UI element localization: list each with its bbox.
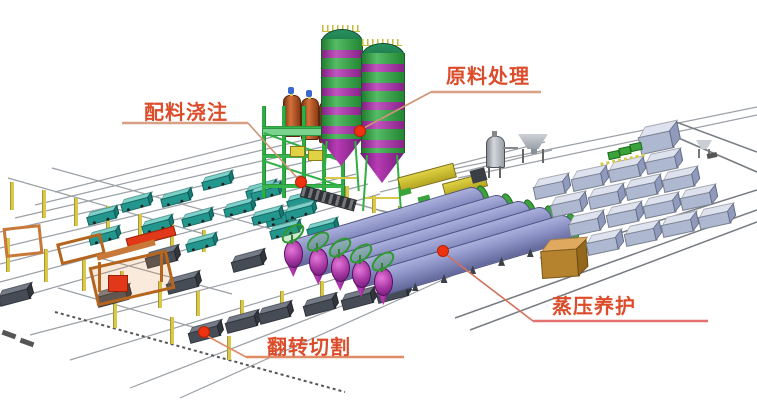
rail-track xyxy=(57,287,211,333)
feed-hopper xyxy=(518,134,548,149)
chain-conveyor xyxy=(54,311,346,393)
mixer-tank xyxy=(486,131,505,168)
yellow-post xyxy=(10,182,14,210)
rail-track xyxy=(99,257,233,295)
yellow-post xyxy=(280,291,284,309)
door-yoke-stem xyxy=(316,243,318,252)
yellow-post xyxy=(6,238,10,272)
feed-pipe xyxy=(503,147,518,149)
label-flip-cutting: 翻转切割 xyxy=(267,337,351,359)
autoclave-door xyxy=(309,248,328,276)
yellow-post xyxy=(138,214,142,240)
yellow-post xyxy=(44,249,48,282)
valve-stem xyxy=(308,96,311,99)
rail-track xyxy=(675,121,757,153)
door-yoke-stem xyxy=(291,235,293,244)
hopper-spout xyxy=(531,149,537,154)
yellow-post xyxy=(82,260,86,291)
autoclave-saddle xyxy=(411,282,419,292)
valve-blue xyxy=(306,90,312,97)
platform-mixer-box xyxy=(308,150,323,161)
mixer-stub xyxy=(492,131,497,137)
yellow-post xyxy=(240,300,244,318)
yellow-post xyxy=(372,196,376,213)
hopper-leg xyxy=(542,149,544,163)
hopper-leg xyxy=(522,149,524,163)
autoclave-door xyxy=(331,254,350,282)
label-batching-pouring: 配料浇注 xyxy=(144,102,228,124)
yellow-post xyxy=(170,317,174,344)
valve-stem xyxy=(290,93,293,96)
autoclave-door xyxy=(284,240,303,268)
yellow-post xyxy=(196,291,200,316)
machine-post xyxy=(98,262,101,292)
yellow-post xyxy=(74,198,78,226)
yellow-post xyxy=(42,190,46,218)
rail-track xyxy=(457,114,757,179)
silo-leg-tie xyxy=(325,177,357,179)
rail-track xyxy=(0,173,357,265)
storage-hopper xyxy=(696,140,712,149)
label-autoclave-curing: 蒸压养护 xyxy=(552,296,636,318)
autoclave-door xyxy=(374,268,393,296)
door-yoke-stem xyxy=(381,263,383,272)
door-yoke-stem xyxy=(359,255,361,264)
mixer-leg xyxy=(488,166,490,178)
rail-track xyxy=(179,263,479,399)
silo-leg-tie xyxy=(365,197,399,199)
door-yoke-stem xyxy=(338,249,340,258)
yellow-post xyxy=(158,281,162,308)
yellow-post xyxy=(113,298,117,328)
yellow-post xyxy=(320,281,324,298)
cutting-machine-red xyxy=(108,275,128,292)
autoclave-door xyxy=(352,260,371,288)
machine-post xyxy=(160,252,163,282)
hopper-leg xyxy=(698,149,700,158)
yellow-post xyxy=(345,186,349,204)
label-raw-material-processing: 原料处理 xyxy=(446,66,530,88)
mixer-leg xyxy=(499,166,501,178)
valve-blue xyxy=(288,87,294,94)
